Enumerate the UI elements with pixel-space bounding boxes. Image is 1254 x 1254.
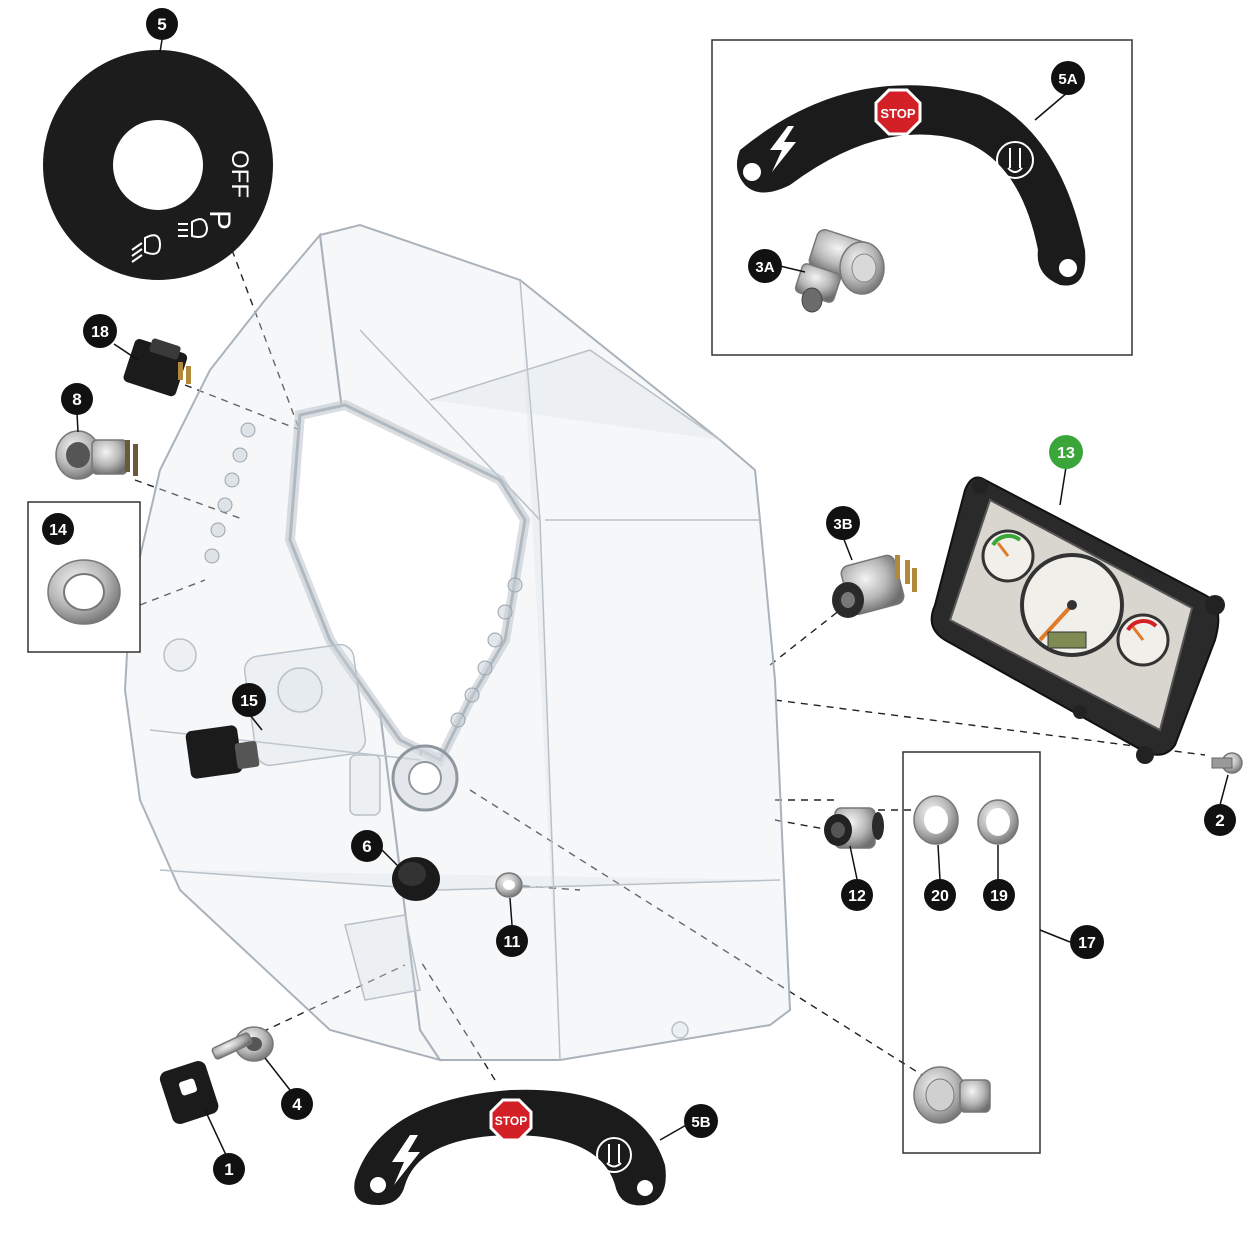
- push-switch-15: [185, 725, 260, 779]
- callout-1: 1: [213, 1153, 245, 1185]
- svg-text:13: 13: [1057, 445, 1075, 462]
- plate-p-text: P: [203, 210, 236, 230]
- light-switch-plate: OFF P: [43, 50, 273, 280]
- indicator-holes-right: [450, 577, 523, 728]
- fitting-3a: [794, 229, 885, 313]
- callout-5: 5: [146, 8, 178, 40]
- svg-text:12: 12: [848, 888, 866, 905]
- svg-text:11: 11: [504, 934, 521, 951]
- ring-19: [977, 799, 1019, 845]
- callout-20: 20: [924, 879, 956, 911]
- round-connector-8: [55, 430, 138, 480]
- callout-5b: 5B: [684, 1104, 718, 1138]
- callout-3a: 3A: [748, 249, 782, 283]
- svg-text:1: 1: [224, 1160, 233, 1179]
- callout-2: 2: [1204, 804, 1236, 836]
- glow-plug-icon: [996, 141, 1034, 179]
- bezel-fitting: [913, 1066, 991, 1124]
- leader-lines: [76, 39, 1229, 1156]
- inset-box-17: [902, 751, 1041, 1154]
- callout-8: 8: [61, 383, 93, 415]
- instrument-cluster: [930, 476, 1225, 764]
- headlight-low-icon: [131, 234, 162, 263]
- callout-18: 18: [83, 314, 117, 348]
- svg-text:5: 5: [157, 15, 166, 34]
- callout-4: 4: [281, 1088, 313, 1120]
- svg-text:4: 4: [292, 1095, 302, 1114]
- rocker-switch: [123, 338, 191, 397]
- plate-off-text: OFF: [226, 150, 253, 198]
- svg-text:15: 15: [240, 693, 258, 710]
- hex-nut-14: [47, 559, 121, 625]
- callout-3b: 3B: [826, 506, 860, 540]
- gauge-needle: [1038, 603, 1074, 642]
- callout-6: 6: [351, 830, 383, 862]
- svg-text:8: 8: [72, 390, 81, 409]
- callout-12: 12: [841, 879, 873, 911]
- svg-text:6: 6: [362, 837, 371, 856]
- glow-plug-icon: [596, 1137, 632, 1173]
- washer-11: [495, 872, 523, 898]
- svg-text:3B: 3B: [833, 516, 852, 533]
- svg-text:3A: 3A: [755, 259, 774, 276]
- svg-text:STOP: STOP: [880, 106, 915, 121]
- callout-14: 14: [42, 513, 74, 545]
- callout-17: 17: [1070, 925, 1104, 959]
- indicator-holes-left: [204, 422, 256, 564]
- ring-20: [913, 795, 959, 845]
- black-cap-6: [392, 857, 440, 901]
- callout-19: 19: [983, 879, 1015, 911]
- svg-text:20: 20: [931, 888, 949, 905]
- svg-text:19: 19: [990, 888, 1008, 905]
- callout-5a: 5A: [1051, 61, 1085, 95]
- screw-2: [1211, 752, 1243, 774]
- rotary-switch-3b: [832, 554, 917, 618]
- callout-11: 11: [496, 925, 528, 957]
- stop-sign-icon: STOP: [874, 88, 922, 136]
- svg-text:18: 18: [91, 324, 109, 341]
- svg-text:17: 17: [1078, 935, 1096, 952]
- warning-panel-5a: STOP: [736, 85, 1086, 286]
- svg-text:STOP: STOP: [495, 1114, 527, 1128]
- svg-text:5A: 5A: [1058, 71, 1077, 88]
- svg-text:2: 2: [1215, 811, 1224, 830]
- connector-12: [824, 807, 884, 849]
- headlight-high-icon: [178, 218, 209, 238]
- svg-text:5B: 5B: [691, 1114, 710, 1131]
- warning-panel-5b: STOP: [354, 1089, 666, 1206]
- lightning-icon: [770, 126, 796, 172]
- callout-13: 13: [1049, 435, 1083, 469]
- lightning-icon: [392, 1135, 420, 1185]
- ignition-key-1: [159, 1032, 253, 1124]
- stop-sign-icon: STOP: [489, 1098, 533, 1142]
- svg-text:14: 14: [49, 522, 67, 539]
- callout-15: 15: [232, 683, 266, 717]
- dash-housing: [123, 223, 792, 1062]
